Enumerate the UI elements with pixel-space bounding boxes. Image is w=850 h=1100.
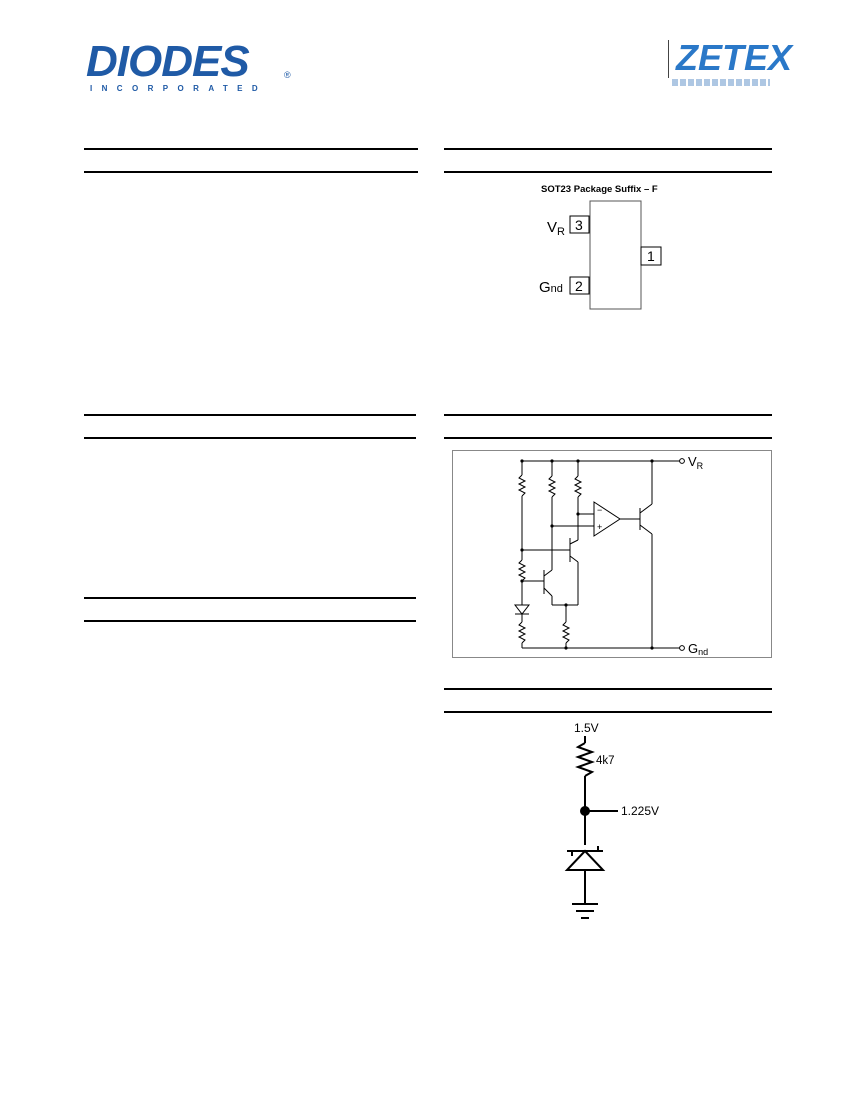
- pin-2-label: Gnd: [539, 279, 563, 296]
- gnd-terminal: [679, 645, 685, 651]
- section-rule: [84, 171, 418, 173]
- opamp-plus: +: [597, 522, 602, 532]
- pinout-diagram: SOT23 Package Suffix – F 3 VR 2 Gnd 1: [539, 184, 662, 310]
- pin-3-number: 3: [575, 217, 583, 233]
- opamp-minus: −: [597, 505, 602, 515]
- section-rule: [444, 711, 772, 713]
- zetex-logo-word: ZETEX: [676, 37, 793, 78]
- application-circuit: 1.5V 4k7 1.225V: [564, 721, 659, 919]
- gnd-label: Gnd: [688, 641, 708, 657]
- registered-mark: ®: [284, 70, 291, 80]
- section-rule: [444, 688, 772, 690]
- resistor-label: 4k7: [596, 755, 615, 767]
- section-rule: [84, 414, 416, 416]
- section-rule: [444, 171, 772, 173]
- zetex-logo-divider: [668, 40, 669, 78]
- section-rule: [84, 437, 416, 439]
- block-diagram: − + VR Gnd: [452, 450, 772, 658]
- output-node: [580, 806, 590, 816]
- output-label: 1.225V: [621, 804, 659, 818]
- diodes-logo: DIODES ® INCORPORATED: [86, 40, 301, 96]
- supply-label: 1.5V: [574, 721, 599, 735]
- section-rule: [84, 620, 416, 622]
- pin-2-number: 2: [575, 278, 583, 294]
- section-rule: [444, 148, 772, 150]
- package-caption: SOT23 Package Suffix – F: [541, 184, 658, 195]
- pin-1-number: 1: [647, 248, 655, 264]
- section-rule: [84, 148, 418, 150]
- diodes-logo-word: DIODES: [86, 37, 250, 86]
- zetex-logo: ZETEX: [664, 38, 792, 90]
- vr-label: VR: [688, 454, 704, 471]
- section-rule: [444, 414, 772, 416]
- zetex-logo-tagline: [672, 79, 770, 86]
- vr-terminal: [679, 458, 685, 464]
- package-body: [589, 200, 642, 310]
- section-rule: [84, 597, 416, 599]
- pin-3-box: [569, 215, 590, 234]
- pin-3-label: VR: [547, 219, 565, 238]
- pin-2-box: [569, 276, 590, 295]
- diodes-logo-subtitle: INCORPORATED: [90, 84, 268, 93]
- pin-1-box: [640, 246, 662, 266]
- section-rule: [444, 437, 772, 439]
